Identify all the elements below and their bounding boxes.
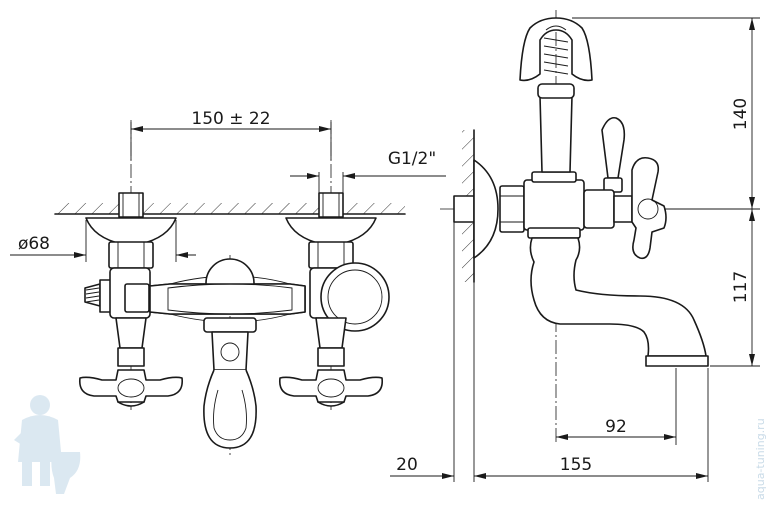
side-mixer-body bbox=[523, 179, 585, 231]
dim-spacing: 150 ± 22 bbox=[130, 109, 332, 160]
dim-thread-label: G1/2" bbox=[388, 149, 436, 169]
shower-column bbox=[539, 95, 573, 173]
left-cross-handle bbox=[78, 369, 184, 407]
dim-depth: 20 155 bbox=[390, 222, 709, 482]
dim-spout-reach-label: 92 bbox=[605, 417, 627, 437]
dim-height-top-label: 140 bbox=[731, 98, 751, 130]
left-valve-nut bbox=[124, 283, 150, 313]
left-valve-stem bbox=[115, 317, 147, 349]
dim-height: 140 117 bbox=[572, 17, 760, 367]
right-hex-nut bbox=[308, 241, 354, 269]
side-bath-spout bbox=[529, 237, 707, 357]
right-eccentric-stub bbox=[318, 192, 344, 218]
left-hex-nut bbox=[108, 241, 154, 269]
dim-spacing-label: 150 ± 22 bbox=[191, 109, 270, 129]
side-valve-stem bbox=[583, 189, 615, 229]
shower-outlet bbox=[320, 262, 390, 332]
dim-diameter-label: ø68 bbox=[18, 234, 50, 254]
wall-surface bbox=[54, 203, 406, 215]
side-wall-flange bbox=[473, 159, 499, 259]
front-spout bbox=[203, 317, 257, 449]
side-diverter-lever bbox=[601, 116, 626, 193]
dim-wall-offset-label: 20 bbox=[396, 455, 418, 475]
side-inlet-stub bbox=[453, 195, 475, 223]
diverter-knob bbox=[84, 283, 101, 307]
side-cross-handle bbox=[631, 156, 667, 260]
side-view: 140 117 92 20 155 bbox=[390, 10, 760, 482]
dim-diameter: ø68 bbox=[10, 220, 196, 262]
side-hex-nut bbox=[499, 185, 525, 233]
left-wall-flange bbox=[85, 217, 177, 245]
dim-height-bottom-label: 117 bbox=[731, 271, 751, 303]
watermark-site: aqua-tuning.ru bbox=[754, 418, 767, 500]
right-valve-stem bbox=[315, 317, 347, 349]
dim-spout-reach: 92 bbox=[556, 368, 677, 445]
shower-holder bbox=[519, 17, 593, 82]
left-eccentric-stub bbox=[118, 192, 144, 218]
dim-depth-label: 155 bbox=[560, 455, 592, 475]
dim-thread: G1/2" bbox=[290, 149, 446, 193]
right-cross-handle bbox=[278, 369, 384, 407]
front-view: 150 ± 22 G1/2" ø68 bbox=[10, 109, 446, 455]
spout-aerator bbox=[645, 355, 709, 367]
right-wall-flange bbox=[285, 217, 377, 245]
watermark-logo bbox=[14, 395, 81, 494]
